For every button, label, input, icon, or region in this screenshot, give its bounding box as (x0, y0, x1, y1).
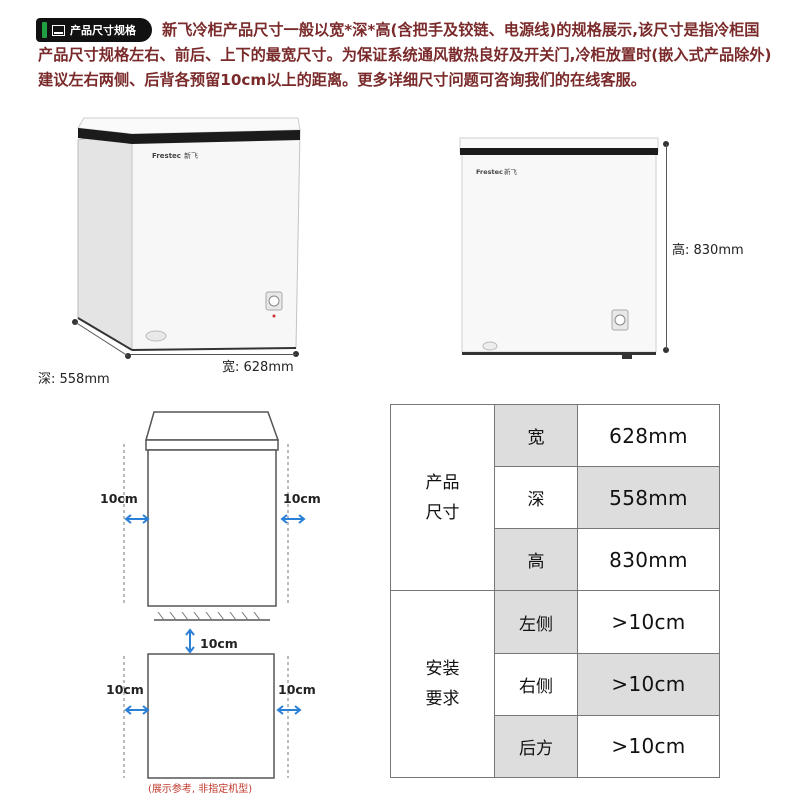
freezer-front-illustration: Frestec 新飞 (459, 137, 659, 359)
width-dim-line (130, 354, 296, 355)
brand-name-front: 新飞 (504, 167, 518, 176)
left-gap-arrow-icon-2 (124, 705, 150, 715)
install-group-cell: 安装 要求 (390, 590, 495, 778)
clearance-left-label: 10cm (100, 491, 138, 506)
badge-label: 产品尺寸规格 (70, 24, 136, 37)
size-note: 新飞冷柜产品尺寸一般以宽*深*高(含把手及铰链、电源线)的规格展示,该尺寸是指冷… (38, 21, 772, 89)
brand-logo-front: Frestec (476, 168, 503, 176)
spec-key: 右侧 (494, 652, 578, 716)
table-row: 安装 要求 左侧 >10cm (390, 590, 720, 778)
spec-value: >10cm (577, 590, 720, 654)
size-group-line-2: 尺寸 (425, 502, 460, 523)
table-row: 产品 尺寸 宽 628mm (390, 403, 720, 592)
section-badge: 产品尺寸规格 (36, 18, 152, 42)
monitor-icon (52, 24, 65, 36)
spec-value: 558mm (577, 466, 720, 530)
height-dim-line (666, 144, 667, 350)
depth-dim-line (74, 321, 129, 357)
brand-logo: Frestec (152, 152, 181, 160)
depth-label: 深: 558mm (38, 372, 110, 387)
size-group-cell: 产品 尺寸 (390, 403, 495, 592)
clearance-front-diagram (123, 411, 289, 607)
height-label: 高: 830mm (672, 243, 744, 258)
clearance-right-label-2: 10cm (278, 682, 316, 697)
spec-value: 628mm (577, 403, 720, 468)
spec-key: 宽 (494, 403, 578, 468)
brand-name: 新飞 (184, 151, 198, 160)
badge-accent-bar (42, 22, 47, 38)
table-row: 后方 >10cm (391, 714, 720, 779)
back-gap-arrow-icon (185, 628, 195, 654)
spec-key: 深 (494, 466, 578, 530)
height-dim-end (663, 347, 669, 353)
install-group-line-1: 安装 (425, 659, 460, 680)
illustration-caption: (展示参考, 非指定机型) (148, 784, 253, 795)
clearance-left-label-2: 10cm (106, 682, 144, 697)
right-gap-arrow-icon-2 (276, 705, 302, 715)
spec-key: 高 (494, 528, 578, 592)
freezer-perspective-illustration: Frestec 新飞 (77, 117, 301, 351)
width-dim-end (293, 351, 299, 357)
width-label: 宽: 628mm (222, 360, 294, 375)
left-gap-arrow-icon (124, 514, 150, 524)
spec-value: >10cm (577, 652, 720, 716)
install-group-line-2: 要求 (425, 689, 460, 710)
spec-key: 后方 (494, 714, 578, 779)
table-row: 高 830mm (391, 528, 720, 592)
spec-key: 左侧 (494, 590, 578, 654)
right-gap-arrow-icon (280, 514, 306, 524)
spec-table: 产品 尺寸 宽 628mm 深 558mm 高 830mm 安装 要求 左侧 >… (390, 403, 720, 779)
clearance-top-diagram (123, 612, 289, 779)
size-group-line-1: 产品 (425, 472, 460, 493)
spec-value: 830mm (577, 528, 720, 592)
table-row: 深 558mm (391, 466, 720, 530)
clearance-back-label: 10cm (200, 636, 238, 651)
clearance-right-label: 10cm (283, 491, 321, 506)
spec-value: >10cm (577, 714, 720, 779)
table-row: 右侧 >10cm (391, 652, 720, 716)
